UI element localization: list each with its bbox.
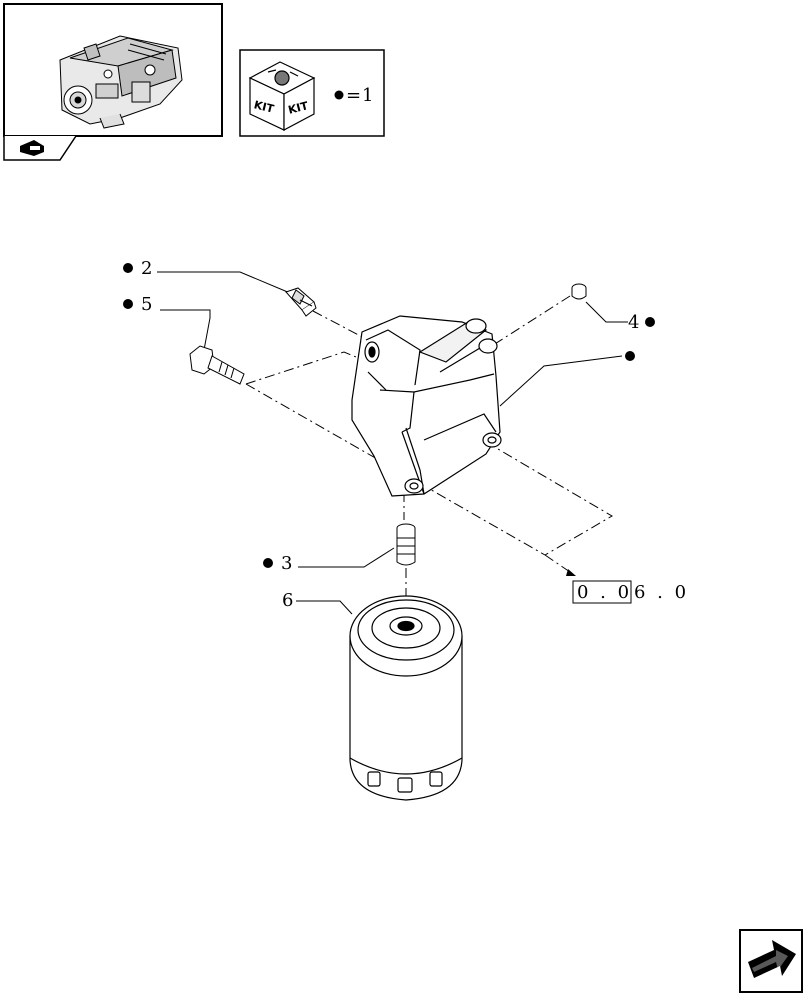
legend-value: 1 bbox=[362, 85, 373, 106]
kit-label-left: KIT bbox=[253, 98, 276, 116]
callout-6: 6 bbox=[282, 590, 293, 611]
callout-5: 5 bbox=[123, 294, 152, 315]
part-5-bolt[interactable] bbox=[189, 345, 245, 385]
engine-icon bbox=[59, 35, 183, 129]
nav-tab[interactable] bbox=[3, 135, 77, 161]
next-page-button[interactable] bbox=[739, 929, 803, 993]
callout-3: 3 bbox=[263, 553, 292, 574]
section-reference[interactable]: 0 . 0 6 . 0 bbox=[572, 580, 689, 604]
kit-label-right: KIT bbox=[287, 99, 310, 117]
engine-thumbnail[interactable] bbox=[3, 3, 223, 137]
callout-4-label: 4 bbox=[628, 312, 639, 333]
part-2-sensor[interactable] bbox=[285, 287, 317, 317]
leader-lines bbox=[157, 271, 628, 615]
callout-4: 4 bbox=[628, 312, 655, 333]
back-arrow-icon bbox=[20, 140, 44, 156]
callout-5-label: 5 bbox=[141, 294, 152, 315]
callout-1 bbox=[625, 351, 635, 361]
part-6-filter-cartridge[interactable] bbox=[349, 595, 463, 801]
part-1-filter-head[interactable] bbox=[351, 315, 502, 497]
reference-arrowhead bbox=[566, 569, 576, 576]
callout-6-label: 6 bbox=[282, 590, 293, 611]
callout-3-label: 3 bbox=[281, 553, 292, 574]
part-4-cap[interactable] bbox=[571, 283, 587, 300]
next-page-arrow-icon bbox=[748, 940, 796, 978]
callout-2: 2 bbox=[123, 258, 152, 279]
callout-2-label: 2 bbox=[141, 258, 152, 279]
legend-bullet bbox=[334, 90, 344, 100]
reference-rest: 6 . 0 bbox=[634, 582, 689, 603]
kit-legend: KIT KIT = 1 bbox=[239, 49, 385, 137]
reference-boxed: 0 . 0 bbox=[577, 582, 632, 603]
legend-equals: = bbox=[346, 85, 361, 106]
kit-box-icon bbox=[248, 61, 316, 131]
part-3-nipple[interactable] bbox=[396, 523, 416, 566]
